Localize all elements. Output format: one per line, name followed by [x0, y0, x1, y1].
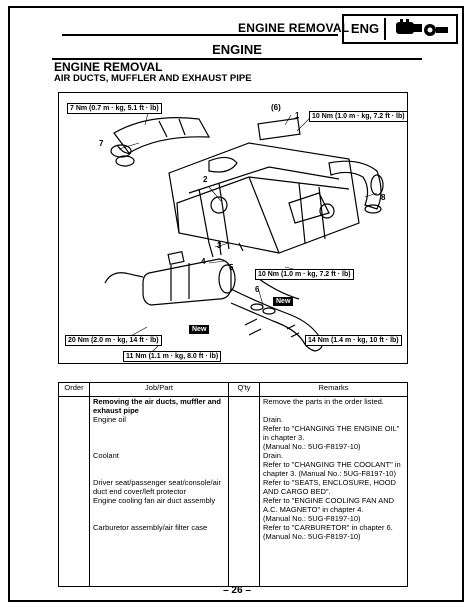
callout-number: 1 [295, 111, 300, 120]
table-header-row: Order Job/Part Q'ty Remarks [58, 382, 408, 397]
table-row: Removing the air ducts, muffler and exha… [58, 396, 408, 587]
cell-job: Removing the air ducts, muffler and exha… [89, 396, 229, 587]
torque-spec: 20 Nm (2.0 m · kg, 14 ft · lb) [65, 335, 162, 346]
job-line: exhaust pipe [93, 406, 139, 415]
job-line [93, 533, 225, 542]
job-line: duct end cover/left protector [93, 487, 186, 496]
job-line [93, 425, 225, 434]
job-line: Carburetor assembly/air filter case [93, 523, 208, 532]
remark-line: chapter 3. (Manual No.: 5UG-F8197-10) [263, 469, 396, 478]
new-part-tag: New [273, 297, 294, 306]
remark-line: Refer to "ENGINE COOLING FAN AND [263, 496, 395, 505]
callout-number: 8 [381, 193, 386, 202]
exploded-diagram: 7 Nm (0.7 m · kg, 5.1 ft · lb) 10 Nm (1.… [58, 92, 408, 364]
torque-spec: 10 Nm (1.0 m · kg, 7.2 ft · lb) [309, 111, 407, 122]
job-line: Removing the air ducts, muffler and [93, 397, 221, 406]
cell-order [58, 396, 90, 587]
remark-line: Refer to "CHANGING THE ENGINE OIL" [263, 424, 400, 433]
remark-line: Remove the parts in the order listed. [263, 397, 384, 406]
torque-spec: 10 Nm (1.0 m · kg, 7.2 ft · lb) [255, 269, 354, 280]
chapter-badge: ENG [342, 14, 458, 44]
remark-line: AND CARGO BED". [263, 487, 331, 496]
cell-remarks: Remove the parts in the order listed. Dr… [259, 396, 408, 587]
header-rule [62, 34, 338, 36]
callout-number: 5 [229, 263, 234, 272]
remark-line: Drain. [263, 415, 284, 424]
remark-line: Refer to "CHANGING THE COOLANT" in [263, 460, 401, 469]
callout-number: 7 [99, 139, 104, 148]
page-number: – 26 – [223, 585, 251, 596]
page-border [8, 6, 464, 602]
callout-number: 4 [201, 257, 206, 266]
remark-line: (Manual No.: 5UG-F8197-10) [263, 532, 361, 541]
job-line: Coolant [93, 451, 119, 460]
remark-line: Refer to "CARBURETOR" in chapter 6. [263, 523, 393, 532]
subsection-title: ENGINE REMOVAL [54, 60, 163, 74]
diagram-drawing [104, 108, 384, 356]
callout-number: 2 [203, 175, 208, 184]
section-rule [52, 58, 422, 60]
remark-line: (Manual No.: 5UG-F8197-10) [263, 514, 361, 523]
section-title: ENGINE [212, 42, 262, 57]
header-title: ENGINE REMOVAL [238, 21, 350, 35]
torque-spec: 11 Nm (1.1 m · kg, 8.0 ft · lb) [123, 351, 222, 362]
engine-icon [396, 19, 448, 36]
remark-line: in chapter 3. [263, 433, 305, 442]
chapter-badge-label: ENG [346, 18, 386, 40]
parts-table: Order Job/Part Q'ty Remarks Removing the… [58, 382, 408, 587]
remark-line: A.C. MAGNETO" in chapter 4. [263, 505, 364, 514]
remark-line: (Manual No.: 5UG-F8197-10) [263, 442, 361, 451]
column-header-job: Job/Part [89, 382, 229, 397]
new-part-tag: New [189, 325, 210, 334]
remark-line: Refer to "SEATS, ENCLOSURE, HOOD [263, 478, 396, 487]
job-line [93, 461, 225, 470]
job-line: Engine oil [93, 415, 126, 424]
column-header-remarks: Remarks [259, 382, 408, 397]
subsection-subtitle: AIR DUCTS, MUFFLER AND EXHAUST PIPE [54, 73, 252, 84]
column-header-qty: Q'ty [228, 382, 260, 397]
torque-spec: 7 Nm (0.7 m · kg, 5.1 ft · lb) [67, 103, 162, 114]
callout-number: 3 [217, 241, 222, 250]
parts-table-body: Removing the air ducts, muffler and exha… [58, 396, 408, 587]
remark-line [263, 407, 404, 416]
callout-number: 6 [255, 285, 260, 294]
column-header-order: Order [58, 382, 90, 397]
job-line: Driver seat/passenger seat/console/air [93, 478, 221, 487]
job-line: Engine cooling fan air duct assembly [93, 496, 216, 505]
cell-qty [228, 396, 260, 587]
torque-spec: 14 Nm (1.4 m · kg, 10 ft · lb) [305, 335, 402, 346]
job-line [93, 506, 225, 515]
job-line [93, 434, 225, 443]
remark-line: Drain. [263, 451, 284, 460]
callout-number: (6) [271, 103, 281, 112]
